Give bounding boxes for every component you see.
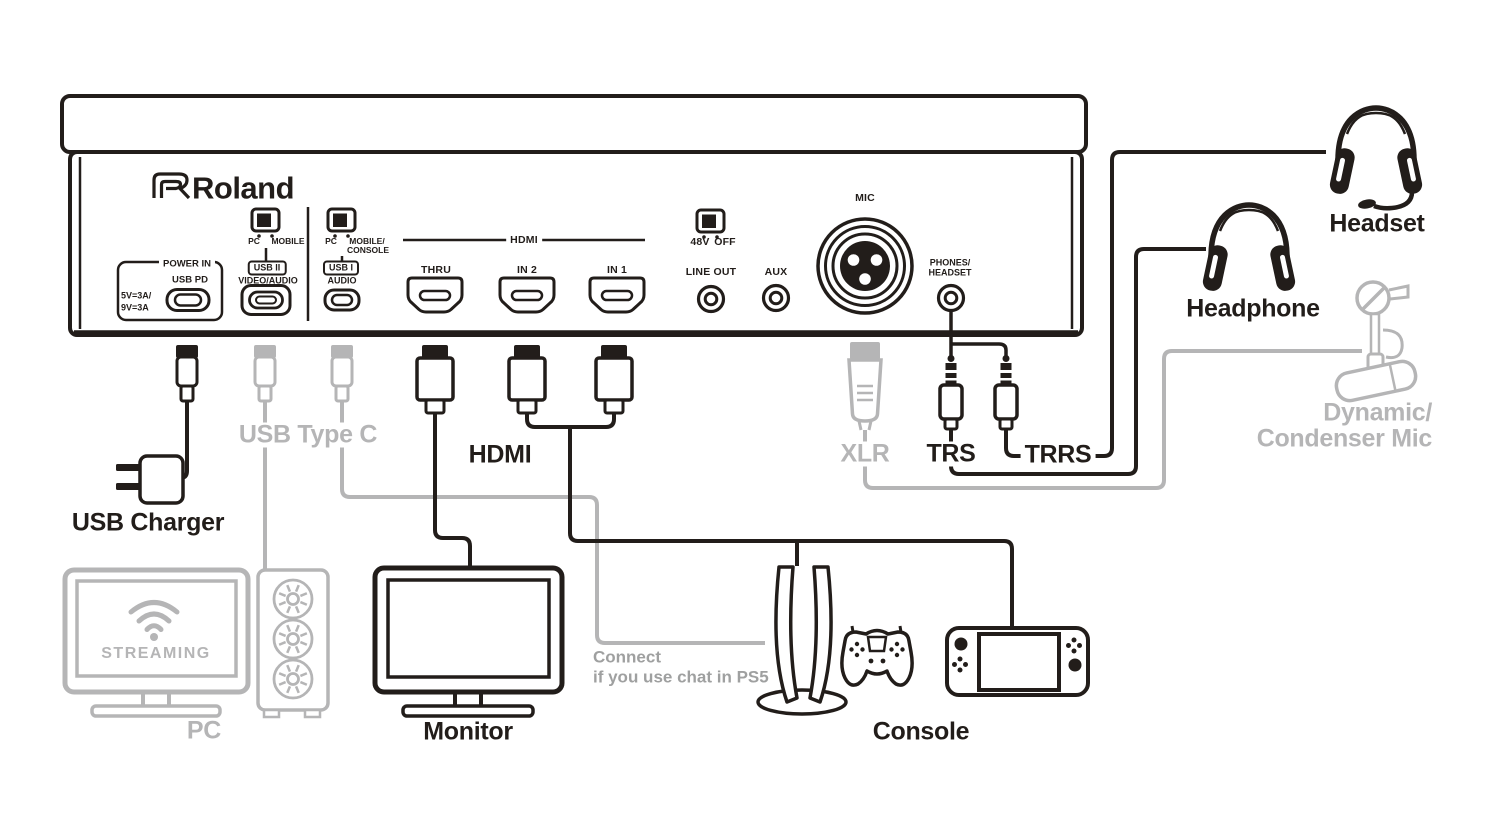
trs-cable-to-headphone [949,247,1206,476]
usb2-port [240,284,292,316]
usb-pd-port [165,288,211,312]
usb-type-c-label: USB Type C [234,422,382,448]
console-label: Console [872,717,970,746]
phantom-off-label: OFF [714,235,736,248]
switch-console-icon [945,626,1090,697]
roland-logo [152,172,191,200]
hdmi-cable-label: HDMI [468,440,532,469]
monitor-icon [372,565,565,718]
phantom-on-label: 48V [690,235,710,248]
usb-charger-label: USB Charger [71,508,225,537]
hdmi-in-cables [525,412,616,429]
hdmi-plug-icon [507,343,547,415]
pc-monitor-icon [62,567,251,718]
hdmi-plug-icon [415,343,455,415]
hdmi-in1-port [588,276,646,314]
mic-type-label-line2: Condenser Mic [1256,424,1433,453]
mic-type-label-line1: Dynamic/ [1323,398,1432,427]
device-panel [60,94,1088,337]
ps5-note-line1: Connect [593,647,661,667]
hdmi-cable-to-consoles [568,427,1014,627]
usb-c-plug-icon [329,343,355,403]
monitor-label: Monitor [423,717,513,746]
usb2-group [240,207,292,316]
headset-icon [1328,108,1424,211]
trrs-label: TRRS [1020,442,1096,468]
usb-c-plug-icon [252,343,278,403]
usb2-switch-pc-label: PC [248,235,260,246]
phones-jack [936,283,966,313]
phones-trrs-bar [951,342,1008,357]
ps5-note-line2: if you use chat in PS5 [593,667,769,687]
power-rating-line2: 9V=3A [121,302,149,313]
gray-connections [62,280,1418,719]
xlr-cable-to-mic [863,349,1362,490]
hdmi-thru-port [406,276,464,314]
ps5-icon [756,565,848,716]
dynamic-condenser-mic-icon [1334,280,1418,403]
pc-tower-icon [256,568,330,719]
hdmi-thru-cable [433,412,472,567]
trs-plug-icon [938,353,964,431]
hdmi-in1-label: IN 1 [606,263,628,276]
usb2-port-label: USB II [247,260,287,276]
pc-screen-text: STREAMING [101,645,211,662]
headphone-icon [1201,205,1297,293]
xlr-plug-icon [847,340,883,432]
aux-label: AUX [764,265,788,278]
gamepad-icon [840,625,914,687]
trrs-cable-to-headset [1004,150,1326,458]
phones-label-line1: PHONES/ [929,257,971,268]
xlr-socket-icon [816,217,914,315]
hdmi-in2-port [498,276,556,314]
hdmi-thru-label: THRU [421,263,451,276]
mic-label: MIC [855,191,875,204]
hdmi-plug-icon [594,343,634,415]
usb1-switch-console-label: CONSOLE [346,244,390,255]
usb-charger-icon [116,454,185,505]
line-out-jack [696,284,726,314]
usb1-port-label: USB I [322,260,360,276]
wifi-icon [128,600,180,641]
ink-art [60,94,1424,718]
power-in-label: POWER IN [158,259,216,269]
headset-label: Headset [1329,209,1425,238]
hdmi-in2-label: IN 2 [516,263,538,276]
headphone-label: Headphone [1186,294,1320,323]
phones-label-line2: HEADSET [928,267,972,278]
trs-label: TRS [922,441,980,467]
usb1-switch-pc-label: PC [325,235,337,246]
aux-jack [761,283,791,313]
brand-wordmark: Roland [192,170,295,206]
xlr-label: XLR [836,441,894,467]
usb1-sub-label: AUDIO [327,275,357,286]
usb2-sub-label: VIDEO/AUDIO [238,275,298,286]
trrs-plug-icon [993,353,1019,431]
line-out-label: LINE OUT [685,265,737,278]
power-rating-line1: 5V=3A/ [121,290,152,301]
usb1-port [323,288,361,312]
usb1-switch-mobile-label: MOBILE/ [349,235,385,246]
usb-c-plug-icon [174,343,200,403]
usb-c-cable-to-ps5 [340,400,765,645]
usb1-group [323,207,361,312]
pc-label: PC [186,716,222,745]
usb-pd-label: USB PD [172,274,208,286]
usb2-switch-mobile-label: MOBILE [271,235,305,246]
hdmi-group-label: HDMI [506,235,542,246]
